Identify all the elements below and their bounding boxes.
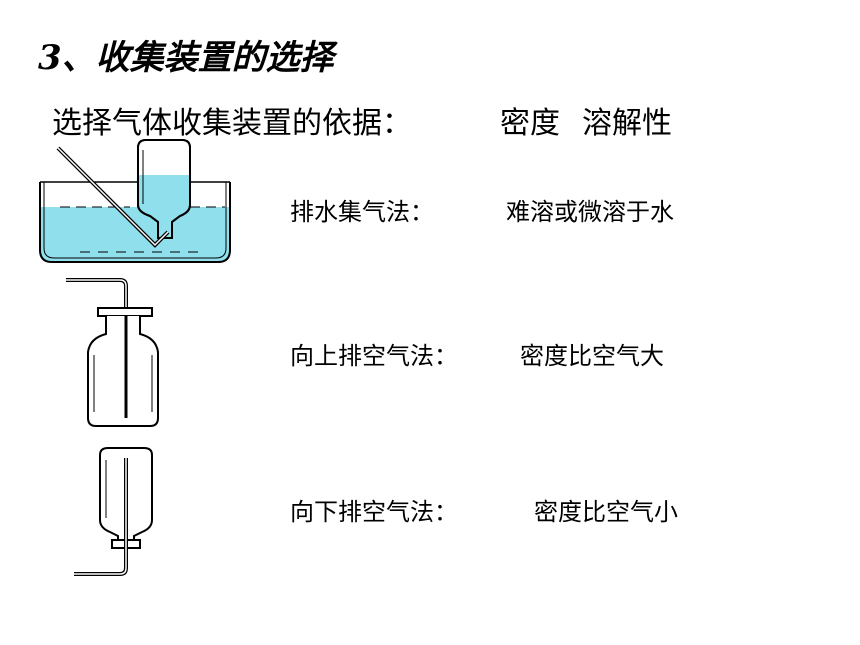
criterion-solubility: 溶解性 bbox=[582, 106, 672, 141]
method-water-displacement: 排水集气法： bbox=[290, 198, 434, 226]
condition-upward-air-displacement: 密度比空气大 bbox=[520, 342, 664, 370]
method-upward-air-displacement: 向上排空气法： bbox=[290, 342, 458, 370]
condition-downward-air-displacement: 密度比空气小 bbox=[534, 498, 678, 526]
slide-title: 3、收集装置的选择 bbox=[38, 38, 334, 78]
selection-basis-label: 选择气体收集装置的依据： bbox=[52, 106, 412, 141]
condition-water-displacement: 难溶或微溶于水 bbox=[506, 198, 674, 226]
selection-basis: 选择气体收集装置的依据： 密度 溶解性 bbox=[52, 98, 672, 142]
criterion-density: 密度 bbox=[500, 106, 560, 141]
method-downward-air-displacement: 向下排空气法： bbox=[290, 498, 458, 526]
